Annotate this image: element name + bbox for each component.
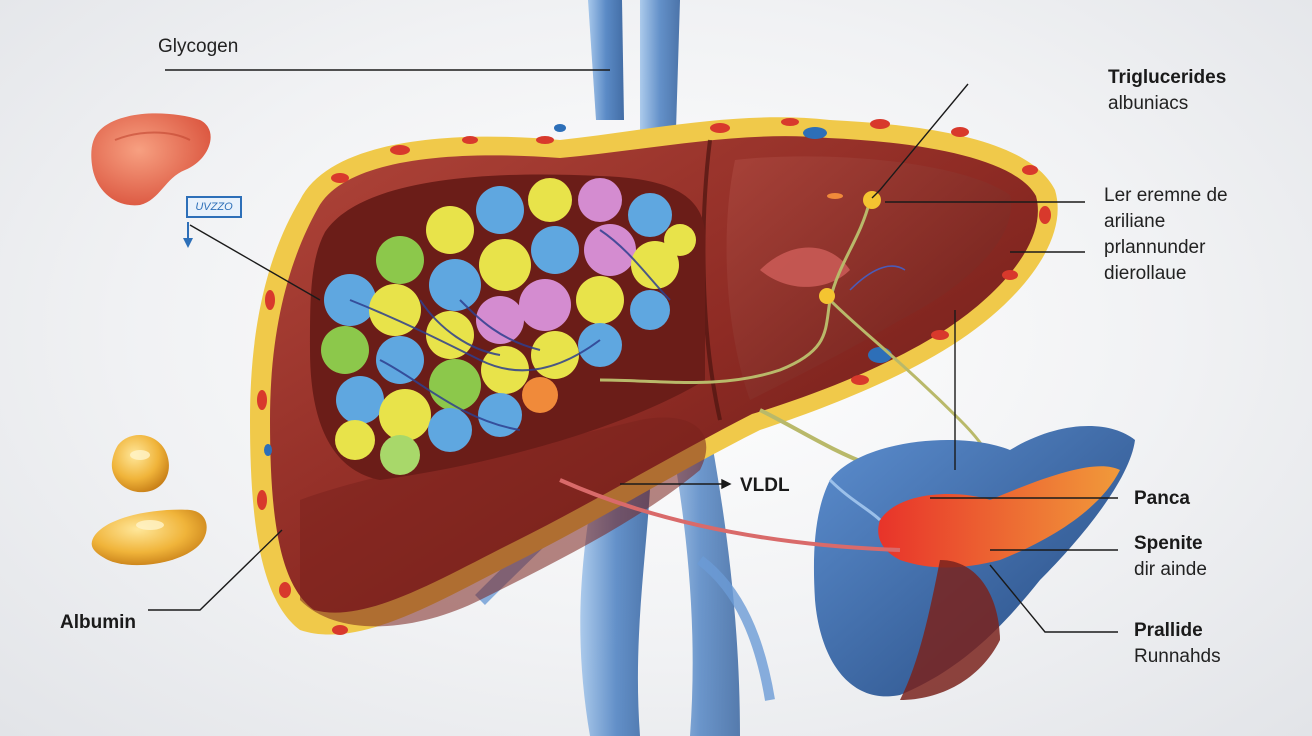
label-triglycerides: Triglucerides [1108,67,1227,88]
leader-lines [148,69,1118,633]
label-ler-line2: ariliane [1104,211,1166,232]
label-albuniacs: albuniacs [1108,93,1189,114]
label-glycogen: Glycogen [158,36,239,57]
label-panca: Panca [1134,488,1190,509]
hepatic-artery [559,478,901,552]
label-vldl: VLDL [740,475,790,496]
label-runnahds: Runnahds [1134,646,1221,667]
label-ler-line1: Ler eremne de [1104,185,1228,206]
spleen-pancreas-organ [813,426,1135,700]
label-spenite: Spenite [1134,533,1203,554]
label-prallide: Prallide [1134,620,1203,641]
label-dir-ainde: dir ainde [1134,559,1207,580]
label-albumin: Albumin [60,612,136,633]
label-ler-line3: prlannunder [1104,237,1206,258]
arrow-down-icon [183,222,193,248]
small-tag-label: UVZZO [186,196,242,218]
liver-lobules-cross-section [310,174,705,480]
label-ler-line4: dierollaue [1104,263,1187,284]
fat-droplet-icon [91,434,207,566]
tissue-icon [91,113,211,206]
